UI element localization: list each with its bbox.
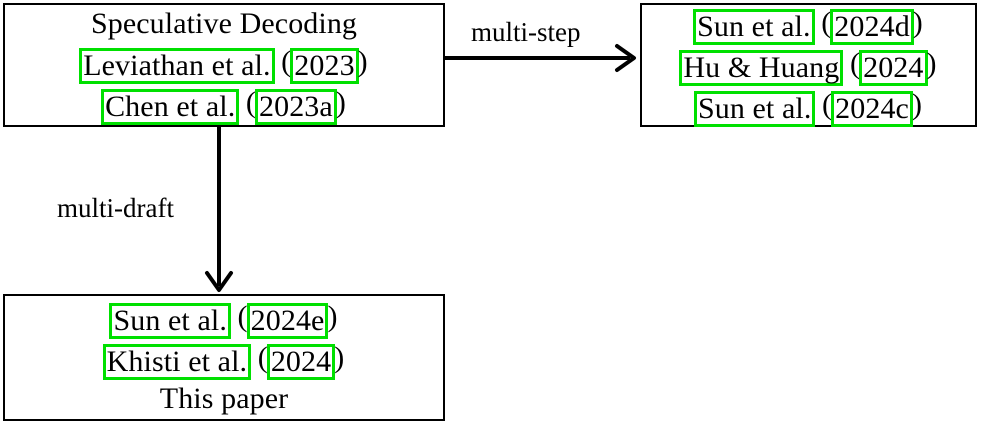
- edge-label-multi-draft: multi-draft: [57, 193, 174, 223]
- edge-multi-draft: [205, 127, 233, 292]
- arrowhead-right-icon: [615, 44, 636, 72]
- citation-author-highlight: Leviathan et al.: [79, 48, 275, 84]
- node-line: Speculative Decoding: [91, 5, 357, 43]
- citation-author-highlight: Chen et al.: [101, 89, 240, 125]
- paren-close: ): [912, 5, 923, 39]
- paren-close: ): [327, 299, 338, 333]
- citation-author-highlight: Sun et al.: [109, 302, 231, 339]
- node-line: Leviathan et al. (2023): [79, 43, 368, 84]
- paren-close: ): [911, 87, 923, 121]
- node-line: Khisti et al. (2024): [102, 339, 345, 380]
- citation-year-highlight: 2024e: [246, 302, 329, 339]
- paren-open: (: [842, 46, 861, 80]
- citation-author-highlight: Sun et al.: [693, 8, 815, 45]
- node-multi-step-works: Sun et al. (2024d) Hu & Huang (2024) Sun…: [640, 3, 977, 127]
- node-text-this-paper: This paper: [159, 381, 289, 415]
- paren-close: ): [334, 340, 345, 374]
- node-line: Sun et al. (2024c): [693, 86, 923, 127]
- node-line: Chen et al. (2023a): [101, 84, 346, 125]
- node-line: Hu & Huang (2024): [679, 45, 937, 86]
- node-multi-draft-works: Sun et al. (2024e) Khisti et al. (2024) …: [3, 294, 445, 421]
- paren-open: (: [273, 45, 292, 78]
- paren-open: (: [250, 340, 268, 374]
- edge-multi-step: [445, 44, 636, 72]
- citation-author-highlight: Sun et al.: [693, 90, 816, 127]
- paren-close: ): [357, 45, 368, 78]
- paren-close: ): [335, 86, 346, 119]
- paren-open: (: [229, 299, 248, 333]
- node-speculative-decoding: Speculative Decoding Leviathan et al. (2…: [3, 3, 445, 127]
- node-text-title: Speculative Decoding: [90, 7, 358, 40]
- paren-close: ): [926, 46, 937, 80]
- node-line: Sun et al. (2024d): [693, 4, 923, 45]
- node-line: Sun et al. (2024e): [109, 298, 338, 339]
- citation-year-highlight: 2023: [290, 48, 359, 84]
- citation-year-highlight: 2024: [859, 49, 928, 86]
- citation-author-highlight: Khisti et al.: [102, 343, 252, 380]
- node-line: This paper: [160, 380, 288, 418]
- paren-open: (: [813, 5, 832, 39]
- citation-year-highlight: 2023a: [255, 89, 337, 125]
- citation-year-highlight: 2024d: [830, 8, 914, 45]
- arrowhead-down-icon: [205, 271, 233, 292]
- citation-year-highlight: 2024: [266, 343, 336, 380]
- paren-open: (: [814, 87, 833, 121]
- paren-open: (: [238, 86, 256, 119]
- citation-author-highlight: Hu & Huang: [679, 49, 844, 86]
- citation-year-highlight: 2024c: [831, 90, 913, 127]
- edge-label-multi-step: multi-step: [471, 17, 581, 47]
